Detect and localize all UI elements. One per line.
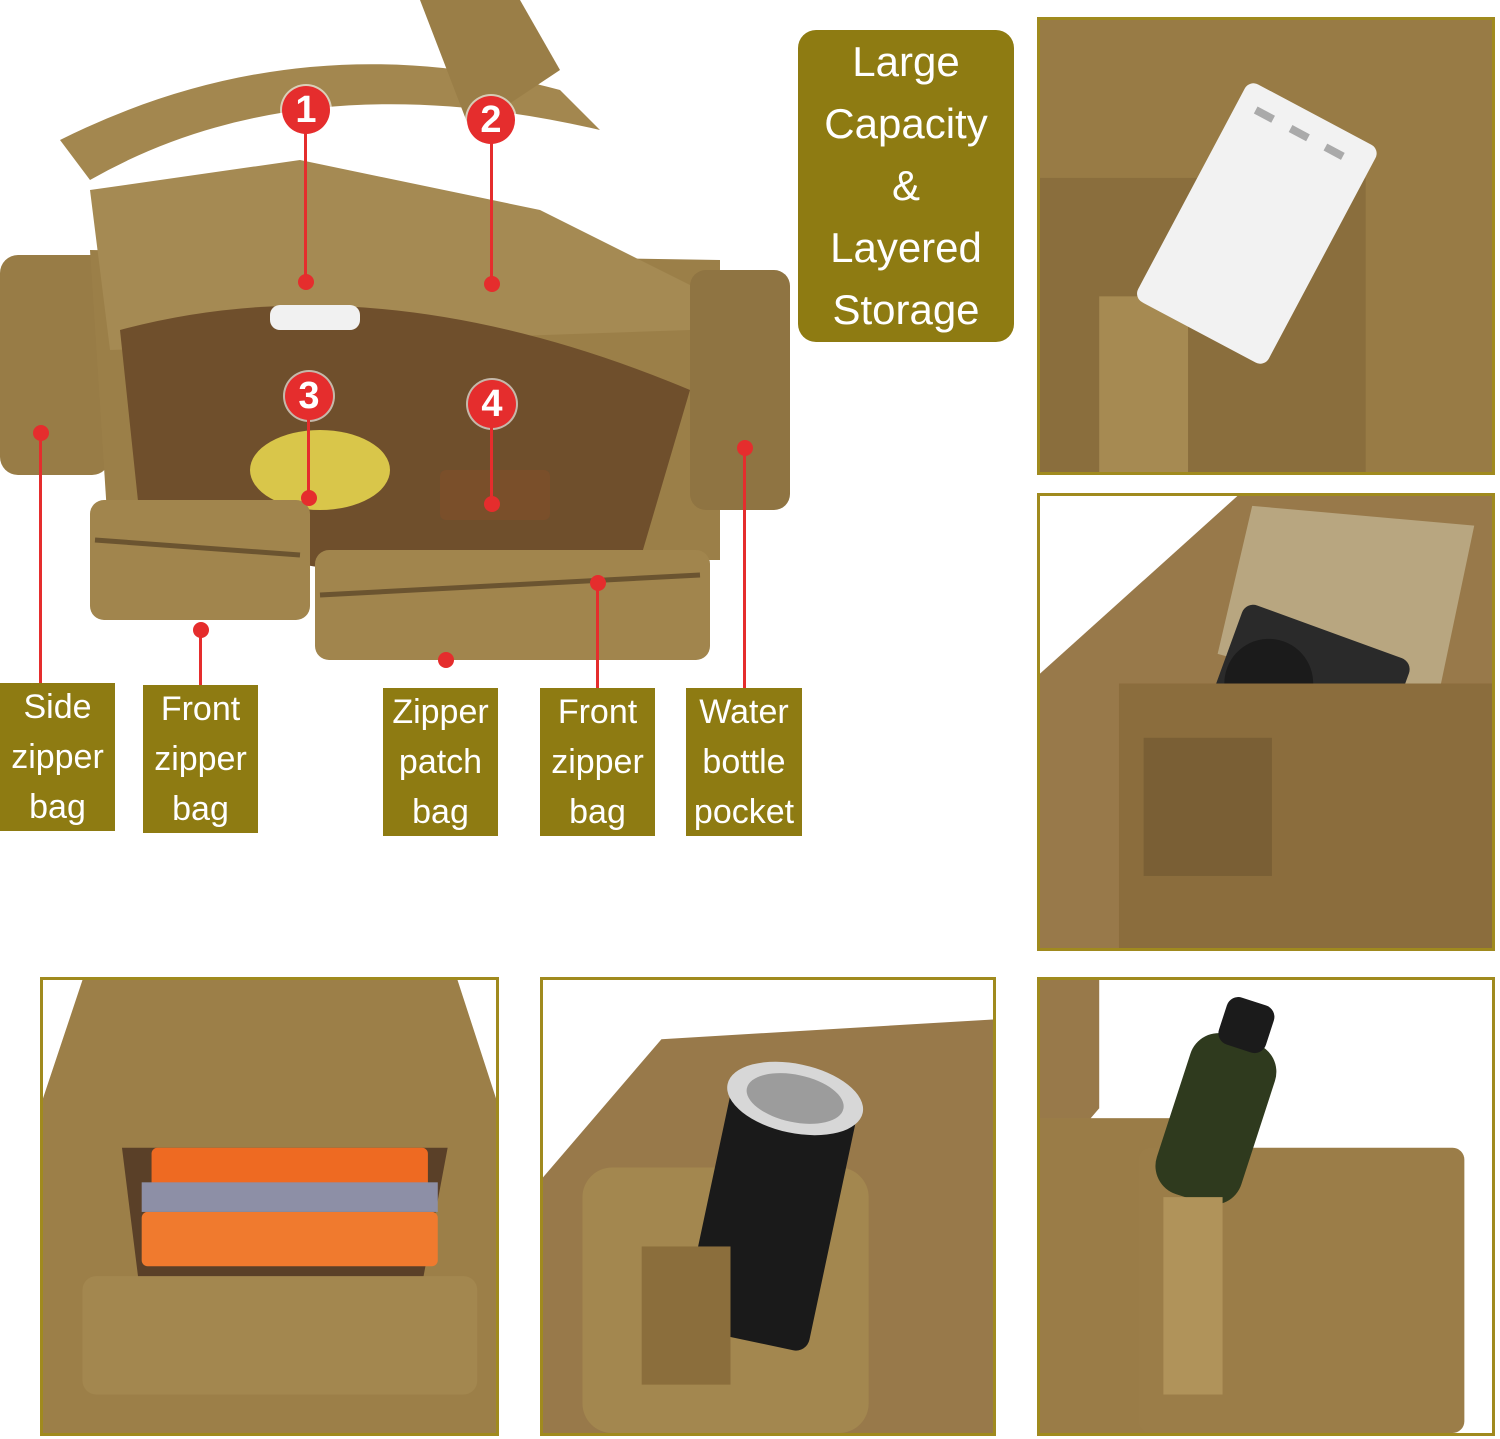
marker-2-dot xyxy=(484,276,500,292)
marker-4: 4 xyxy=(468,380,516,428)
side-bag-line xyxy=(39,440,42,685)
label-line: bottle xyxy=(702,743,786,781)
marker-4-line xyxy=(490,426,493,502)
label-line: zipper xyxy=(551,743,644,781)
label-line: zipper xyxy=(11,738,104,776)
marker-3-line xyxy=(307,418,310,496)
marker-2: 2 xyxy=(467,96,515,144)
label-line: bag xyxy=(412,793,469,831)
label-line: Water xyxy=(699,693,789,731)
label-zipper-patch-bag: Zipper patch bag xyxy=(383,688,498,836)
front-bag-left-dot xyxy=(193,622,209,638)
label-line: bag xyxy=(172,790,229,828)
label-line: bag xyxy=(569,793,626,831)
front-bag-right-line xyxy=(596,589,599,689)
marker-1-dot xyxy=(298,274,314,290)
marker-2-line xyxy=(490,142,493,282)
label-side-zipper-bag: Side zipper bag xyxy=(0,683,115,831)
marker-1: 1 xyxy=(282,86,330,134)
label-line: Front xyxy=(160,690,241,728)
marker-4-dot xyxy=(484,496,500,512)
label-line: pocket xyxy=(693,793,795,831)
label-line: bag xyxy=(29,788,86,826)
patch-bag-dot xyxy=(438,652,454,668)
badge-line: Capacity xyxy=(824,100,988,147)
label-line: zipper xyxy=(154,740,247,778)
photo-water-bottle-pocket xyxy=(1037,977,1495,1436)
badge-line: Storage xyxy=(832,286,980,333)
badge-line: & xyxy=(891,162,920,209)
photo-compass-pocket xyxy=(1037,493,1495,951)
water-pocket-dot xyxy=(737,440,753,456)
badge-line: Large xyxy=(852,38,960,85)
label-front-zipper-bag-right: Front zipper bag xyxy=(540,688,655,836)
label-water-bottle-pocket: Water bottle pocket xyxy=(686,688,802,836)
marker-3: 3 xyxy=(285,372,333,420)
photo-power-bank-pocket xyxy=(1037,17,1495,475)
marker-1-line xyxy=(304,132,307,280)
front-bag-right-dot xyxy=(590,575,606,591)
label-line: Side xyxy=(23,688,92,726)
capacity-badge: Large Capacity & Layered Storage xyxy=(798,30,1014,342)
label-line: Zipper xyxy=(392,693,489,731)
main-bag-photo: 1 2 3 4 xyxy=(0,0,800,690)
water-pocket-line xyxy=(743,454,746,690)
photo-tackle-box xyxy=(40,977,499,1436)
label-line: Front xyxy=(557,693,638,731)
photo-flashlight-pocket xyxy=(540,977,996,1436)
side-bag-dot xyxy=(33,425,49,441)
badge-line: Layered xyxy=(830,224,982,271)
marker-3-dot xyxy=(301,490,317,506)
label-front-zipper-bag-left: Front zipper bag xyxy=(143,685,258,833)
label-line: patch xyxy=(398,743,483,781)
front-bag-left-line xyxy=(199,636,202,686)
